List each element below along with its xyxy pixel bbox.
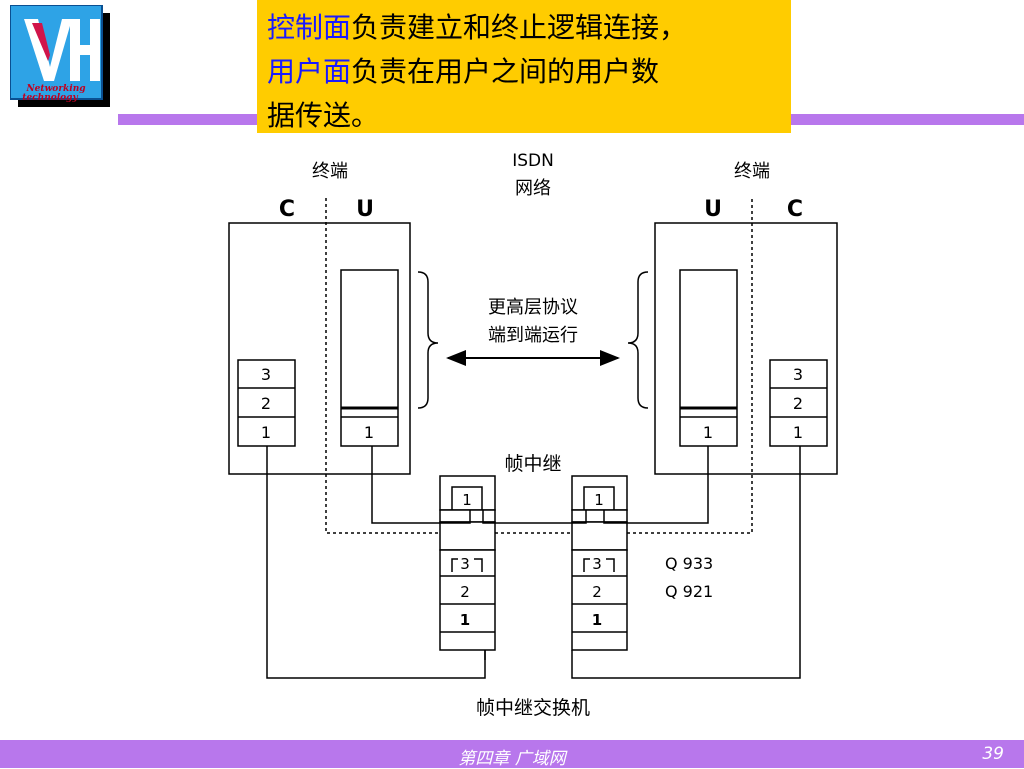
svg-text:1: 1 [460,611,470,629]
left-user-stack: 1 [340,269,399,447]
left-control-stack: 3 2 1 [237,359,296,447]
svg-text:2: 2 [460,583,470,601]
svg-text:3: 3 [261,365,271,384]
svg-text:1: 1 [793,423,803,442]
svg-text:1: 1 [592,611,602,629]
plane-boundary [325,198,753,534]
svg-text:1: 1 [594,491,604,509]
logo-text-2: technology [22,93,78,103]
right-control-stack: 3 2 1 [769,359,828,447]
left-u-label: U [356,197,374,222]
right-terminal-box [654,222,838,475]
right-c-label: C [787,197,803,222]
control-link-right [571,446,801,679]
frame-relay-diagram: 终端 ISDN 网络 终端 C U U C 3 2 1 1 1 3 2 1 [228,151,838,719]
chapter-title: 第四章 广域网 [458,749,566,769]
left-brace [417,271,439,409]
switch-label: 帧中继交换机 [476,697,590,719]
svg-text:2: 2 [592,583,602,601]
right-user-stack: 1 [679,269,738,447]
description-line-3: 据传送。 [267,99,380,132]
user-plane-term: 用户面 [267,55,352,88]
user-link-left [371,446,471,524]
end-to-end-label: 端到端运行 [488,325,578,346]
logo-text-1: Networking [25,84,85,94]
left-terminal-box [228,222,411,475]
svg-text:1: 1 [364,423,374,442]
svg-text:3: 3 [460,555,470,573]
svg-text:1: 1 [261,423,271,442]
svg-text:2: 2 [261,394,271,413]
svg-text:3: 3 [793,365,803,384]
user-link-middle [482,510,587,524]
svg-text:1: 1 [703,423,713,442]
user-link-right [603,446,709,524]
svg-text:2: 2 [793,394,803,413]
q921-label: Q 921 [665,582,713,601]
left-switch-stack: 1 3 2 1 [439,475,496,651]
logo-graphic: Networking technology [9,4,110,107]
left-c-label: C [279,197,295,222]
control-plane-term: 控制面 [267,11,352,44]
network-label: 网络 [515,178,551,199]
control-link-left [266,446,486,679]
description-line-1: 控制面负责建立和终止逻辑连接， [267,11,688,44]
svg-text:3: 3 [592,555,602,573]
higher-layer-protocol-label: 更高层协议 [488,297,578,318]
svg-text:1: 1 [462,491,472,509]
frame-relay-label: 帧中继 [504,453,561,475]
isdn-label: ISDN [512,151,554,171]
page-number: 39 [982,744,1004,764]
left-terminal-label: 终端 [312,161,348,182]
right-u-label: U [704,197,722,222]
q933-label: Q 933 [665,554,713,573]
description-line-2: 用户面负责在用户之间的用户数 [267,55,660,88]
right-brace [627,271,649,409]
right-switch-stack: 1 3 2 1 [571,475,628,651]
right-terminal-label: 终端 [734,161,770,182]
description-box: 控制面负责建立和终止逻辑连接， 用户面负责在用户之间的用户数 据传送。 [257,0,791,133]
logo: Networking technology [9,4,110,107]
footer-bar: 第四章 广域网 39 [0,740,1024,769]
